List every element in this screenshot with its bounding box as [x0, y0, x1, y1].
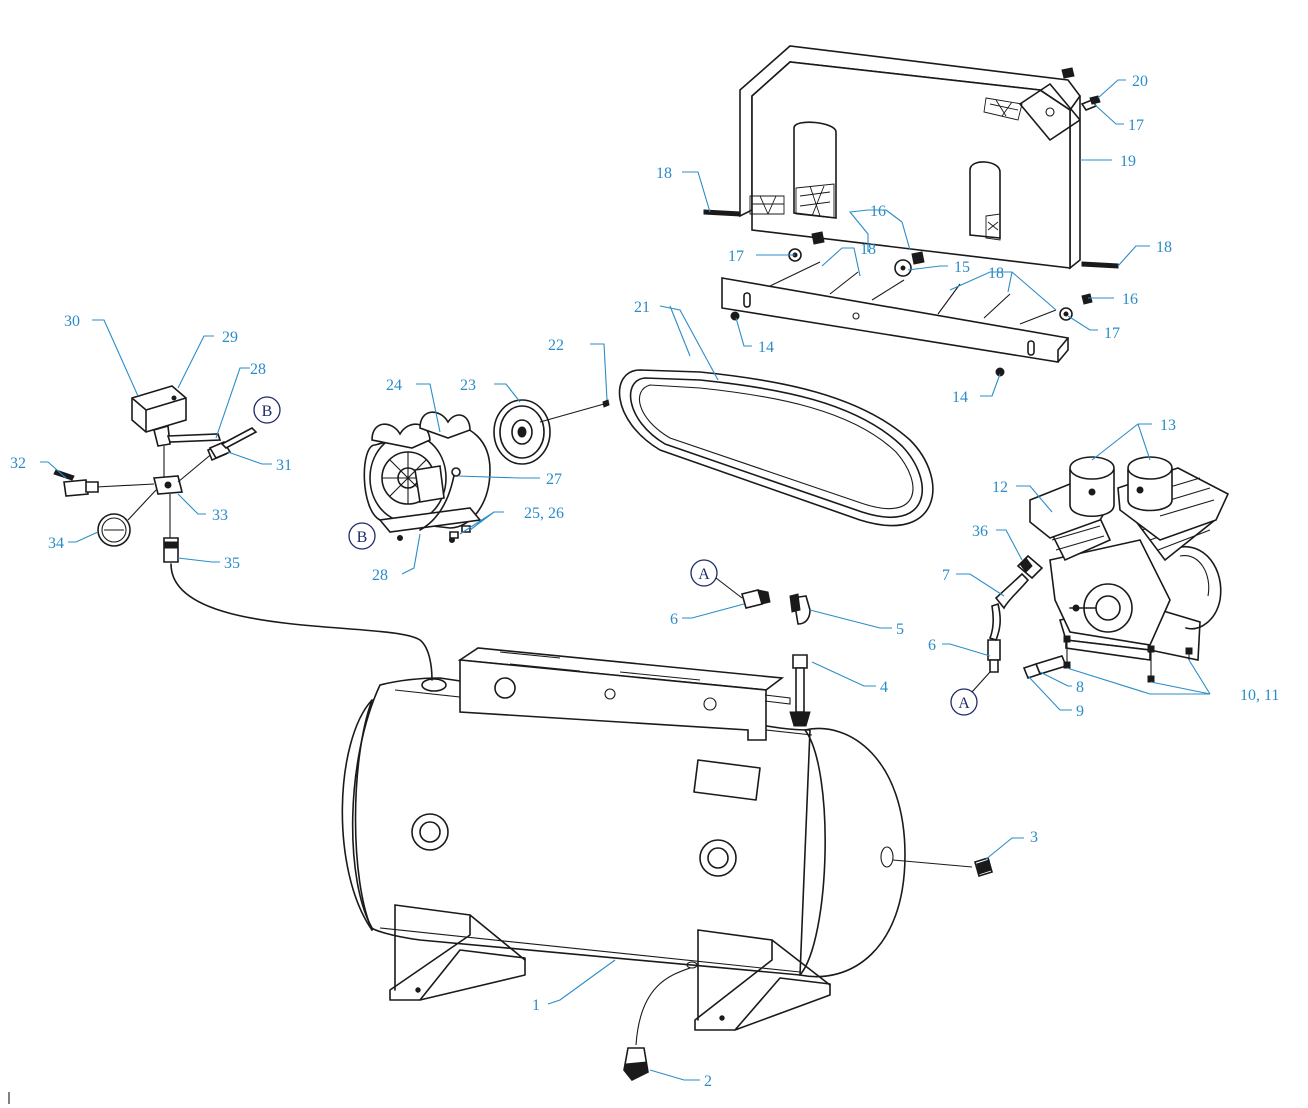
pressure-switch [131, 385, 222, 447]
compression-fitting-upper [741, 589, 771, 609]
callout-18-right: 18 [1156, 239, 1172, 256]
callout-18-center: 18 [988, 265, 1004, 282]
drive-belt [618, 369, 934, 527]
belt-guard-front [703, 45, 1119, 270]
callout-17-right: 17 [1104, 325, 1120, 342]
mounting-plate [457, 647, 791, 741]
connector-a-lower: A [958, 695, 970, 712]
check-valve [789, 654, 811, 727]
callout-31: 31 [276, 457, 292, 474]
callout-19: 19 [1120, 153, 1136, 170]
connector-b-switch: B [262, 403, 273, 420]
air-tank [341, 677, 906, 1031]
callout-4: 4 [880, 679, 888, 696]
callout-9: 9 [1076, 703, 1084, 720]
callout-6-upper: 6 [670, 611, 678, 628]
elbow-fitting [789, 593, 811, 625]
connector-b-motor: B [357, 529, 368, 546]
callout-21: 21 [634, 299, 650, 316]
callout-18-left: 18 [656, 165, 672, 182]
callout-6-lower: 6 [928, 637, 936, 654]
callout-28-motor: 28 [372, 567, 388, 584]
callout-16-top: 16 [870, 203, 886, 220]
callout-13: 13 [1160, 417, 1176, 434]
callout-12: 12 [992, 479, 1008, 496]
callout-17-left: 17 [728, 248, 744, 265]
callout-25-26: 25, 26 [524, 505, 564, 522]
pulley-key [602, 399, 610, 408]
pump-outlet-fitting [1016, 554, 1044, 580]
safety-valve [208, 427, 258, 460]
callout-8: 8 [1076, 679, 1084, 696]
callout-18-mid: 18 [860, 241, 876, 258]
electric-motor [363, 411, 491, 543]
discharge-tube [988, 572, 1030, 641]
pressure-gauge [97, 513, 131, 547]
callout-16-right: 16 [1122, 291, 1138, 308]
callout-20: 20 [1132, 73, 1148, 90]
callout-5: 5 [896, 621, 904, 638]
callout-30: 30 [64, 313, 80, 330]
callout-22: 22 [548, 337, 564, 354]
connector-labels: A A B B [253, 396, 991, 716]
callout-3: 3 [1030, 829, 1038, 846]
callout-34: 34 [48, 535, 64, 552]
connector-a-upper: A [698, 566, 710, 583]
callout-35: 35 [224, 555, 240, 572]
callout-labels: 1 2 3 4 5 6 6 7 8 9 10, 11 12 13 14 14 1… [10, 73, 1279, 1090]
callout-7: 7 [942, 567, 950, 584]
callout-14-right: 14 [952, 389, 968, 406]
callout-15: 15 [954, 259, 970, 276]
nipple [163, 537, 433, 681]
callout-36: 36 [972, 523, 988, 540]
callout-29: 29 [222, 329, 238, 346]
belt-guard-back [721, 261, 1069, 363]
callout-27: 27 [546, 471, 562, 488]
tank-plug [892, 856, 993, 878]
callout-14-left: 14 [758, 339, 774, 356]
callout-23: 23 [460, 377, 476, 394]
callout-1: 1 [532, 997, 540, 1014]
callout-2: 2 [704, 1073, 712, 1090]
callout-32: 32 [10, 455, 26, 472]
callout-17-top: 17 [1128, 117, 1144, 134]
callout-33: 33 [212, 507, 228, 524]
callout-10-11: 10, 11 [1240, 687, 1279, 704]
leader-lines [40, 79, 1211, 1081]
callout-24: 24 [386, 377, 402, 394]
compressor-pump [1029, 456, 1230, 683]
pressure-manifold [95, 442, 228, 538]
drain-valve [623, 967, 691, 1082]
callout-28-switch: 28 [250, 361, 266, 378]
motor-pulley [493, 399, 605, 465]
